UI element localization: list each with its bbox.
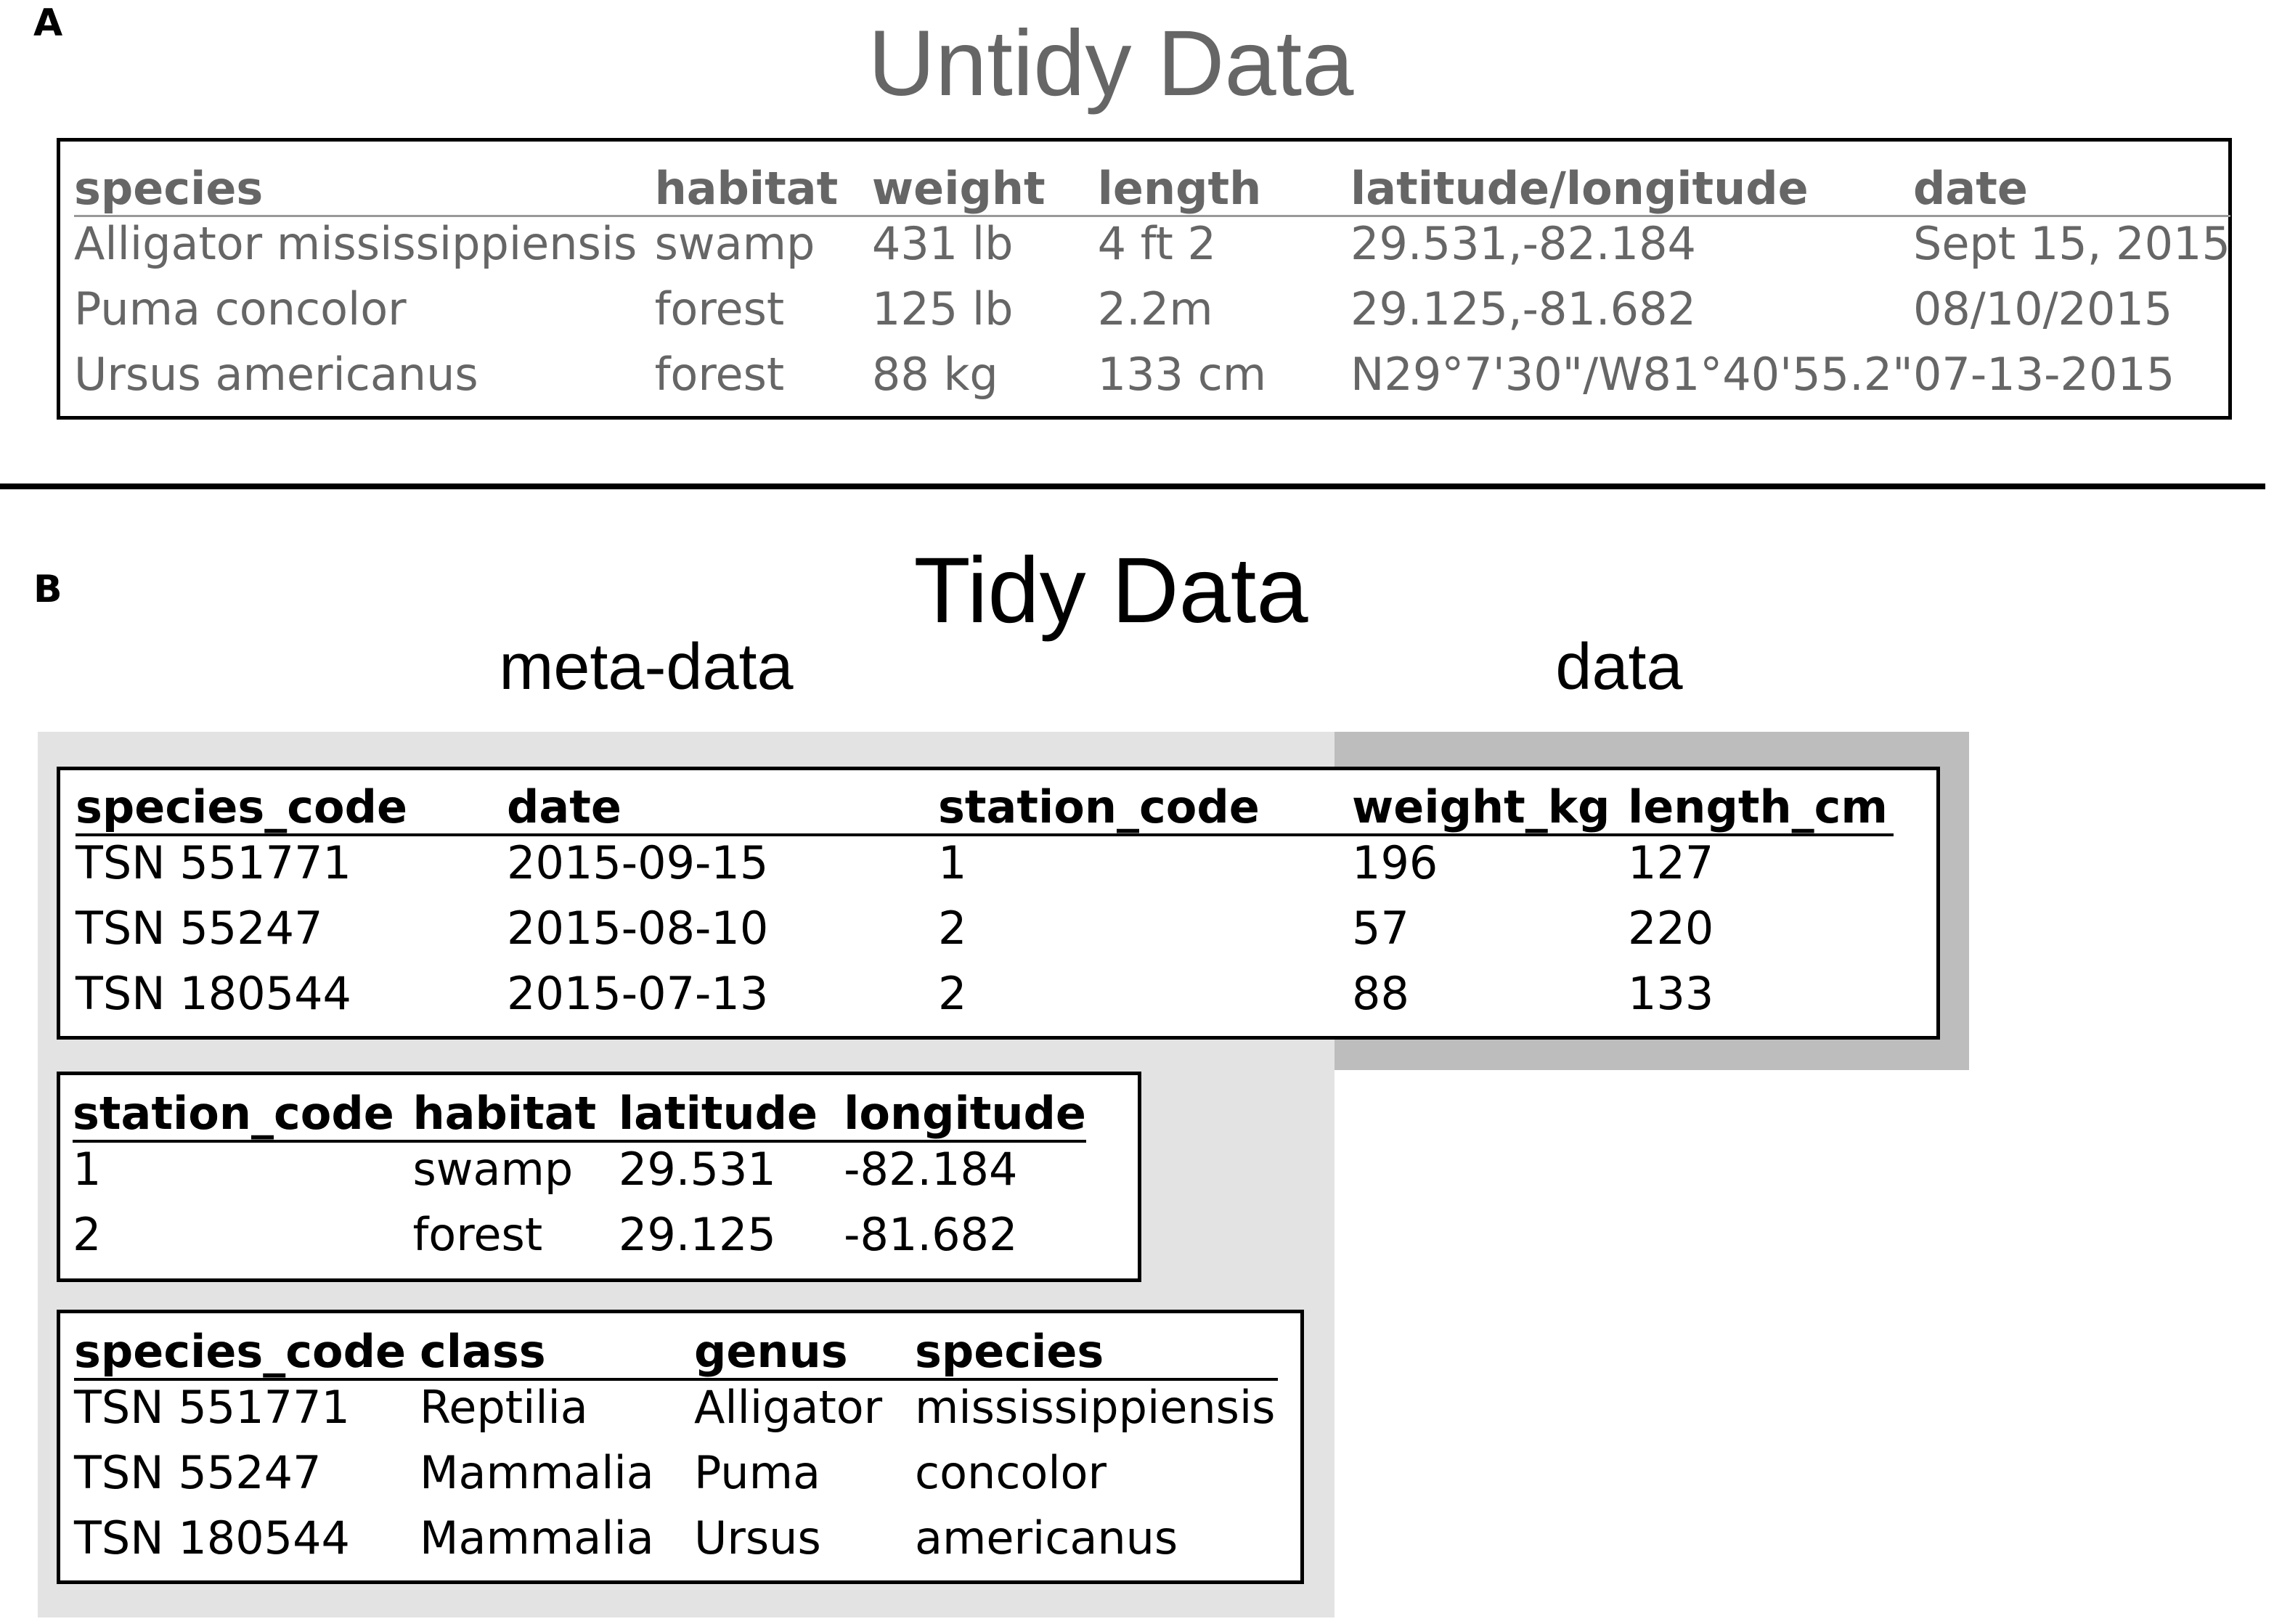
stations-header-latitude: latitude	[618, 1077, 844, 1143]
untidy-header-weight: weight	[871, 142, 1098, 217]
table-cell: TSN 180544	[76, 967, 351, 1020]
stations-header-station-code: station_code	[73, 1077, 413, 1143]
table-row: TSN 180544 Mammalia Ursus americanus	[74, 1511, 1278, 1577]
table-cell: 220	[1628, 902, 1714, 955]
table-cell: 196	[1352, 836, 1438, 889]
table-cell: 2015-07-13	[507, 967, 769, 1020]
table-cell: 88	[1352, 967, 1409, 1020]
table-cell: TSN 180544	[74, 1511, 350, 1564]
untidy-header-habitat: habitat	[654, 142, 872, 217]
table-cell: Mammalia	[420, 1511, 654, 1564]
table-cell: Reptilia	[420, 1381, 588, 1434]
data-label: data	[1555, 631, 1683, 703]
table-cell: TSN 55247	[74, 1446, 322, 1499]
panel-b-letter: B	[33, 568, 62, 611]
table-cell: 127	[1628, 836, 1714, 889]
table-row: TSN 55247 2015-08-10 2 57 220	[76, 902, 1894, 967]
table-cell: 2.2m	[1097, 282, 1213, 335]
obs-header-station-code: station_code	[938, 771, 1352, 836]
table-cell: 57	[1352, 902, 1409, 955]
untidy-table: species habitat weight length latitude/l…	[74, 142, 2230, 413]
observations-table: species_code date station_code weight_kg…	[76, 771, 1894, 1032]
taxonomy-header-genus: genus	[694, 1315, 915, 1381]
taxonomy-header-row: species_code class genus species	[74, 1315, 1278, 1381]
table-cell: 08/10/2015	[1912, 282, 2173, 335]
table-cell: 88 kg	[871, 348, 998, 401]
table-cell: Puma	[694, 1446, 820, 1499]
stations-header-longitude: longitude	[844, 1077, 1086, 1143]
table-cell: 1	[73, 1143, 102, 1196]
obs-header-weight-kg: weight_kg	[1352, 771, 1628, 836]
table-cell: 2	[938, 967, 967, 1020]
panel-a-letter: A	[33, 1, 63, 45]
table-cell: 29.531,-82.184	[1350, 217, 1696, 270]
table-cell: Ursus americanus	[74, 348, 478, 401]
table-cell: TSN 55247	[76, 902, 323, 955]
table-cell: Ursus	[694, 1511, 821, 1564]
table-cell: Mammalia	[420, 1446, 654, 1499]
meta-data-label: meta-data	[499, 631, 794, 703]
table-cell: 2015-08-10	[507, 902, 769, 955]
stations-header-habitat: habitat	[412, 1077, 619, 1143]
table-cell: 29.125,-81.682	[1350, 282, 1696, 335]
table-cell: 125 lb	[871, 282, 1014, 335]
table-cell: Puma concolor	[74, 282, 407, 335]
table-row: TSN 551771 Reptilia Alligator mississipp…	[74, 1379, 1278, 1446]
table-cell: 07-13-2015	[1912, 348, 2175, 401]
untidy-header-length: length	[1097, 142, 1351, 217]
obs-header-length-cm: length_cm	[1628, 771, 1894, 836]
table-cell: mississippiensis	[915, 1381, 1276, 1434]
untidy-header-species: species	[74, 142, 655, 217]
table-row: TSN 55247 Mammalia Puma concolor	[74, 1446, 1278, 1511]
table-cell: 133	[1628, 967, 1714, 1020]
table-cell: -82.184	[844, 1143, 1018, 1196]
table-cell: -81.682	[844, 1208, 1018, 1261]
untidy-header-latlong: latitude/longitude	[1350, 142, 1913, 217]
untidy-header-row: species habitat weight length latitude/l…	[74, 142, 2230, 217]
taxonomy-header-species: species	[915, 1315, 1278, 1381]
table-row: Ursus americanus forest 88 kg 133 cm N29…	[74, 348, 2230, 413]
untidy-header-date: date	[1912, 142, 2230, 217]
table-cell: 4 ft 2	[1097, 217, 1216, 270]
table-cell: 133 cm	[1097, 348, 1267, 401]
table-cell: Alligator mississippiensis	[74, 217, 637, 270]
table-cell: concolor	[915, 1446, 1107, 1499]
table-cell: americanus	[915, 1511, 1178, 1564]
table-cell: 29.531	[618, 1143, 776, 1196]
table-row: Alligator mississippiensis swamp 431 lb …	[74, 216, 2230, 283]
stations-header-row: station_code habitat latitude longitude	[73, 1077, 1086, 1143]
taxonomy-table: species_code class genus species TSN 551…	[74, 1315, 1278, 1577]
table-cell: swamp	[654, 217, 815, 270]
table-cell: forest	[654, 348, 785, 401]
table-cell: 431 lb	[871, 217, 1014, 270]
table-row: 1 swamp 29.531 -82.184	[73, 1141, 1086, 1208]
tidy-data-title: Tidy Data	[913, 539, 1308, 642]
table-cell: 1	[938, 836, 967, 889]
table-row: TSN 180544 2015-07-13 2 88 133	[76, 967, 1894, 1032]
table-row: TSN 551771 2015-09-15 1 196 127	[76, 835, 1894, 902]
obs-header-date: date	[507, 771, 938, 836]
table-cell: 2	[938, 902, 967, 955]
table-row: 2 forest 29.125 -81.682	[73, 1208, 1086, 1273]
table-cell: forest	[412, 1208, 543, 1261]
table-cell: swamp	[412, 1143, 574, 1196]
taxonomy-header-class: class	[420, 1315, 694, 1381]
untidy-data-title: Untidy Data	[868, 12, 1354, 115]
taxonomy-header-species-code: species_code	[74, 1315, 420, 1381]
table-cell: TSN 551771	[76, 836, 351, 889]
stations-table: station_code habitat latitude longitude …	[73, 1077, 1086, 1273]
obs-header-species-code: species_code	[76, 771, 507, 836]
table-cell: N29°7'30"/W81°40'55.2"	[1350, 348, 1913, 401]
table-cell: 2	[73, 1208, 102, 1261]
table-cell: 2015-09-15	[507, 836, 769, 889]
table-cell: forest	[654, 282, 785, 335]
observations-header-row: species_code date station_code weight_kg…	[76, 771, 1894, 836]
panel-divider	[0, 483, 2265, 489]
table-cell: TSN 551771	[74, 1381, 350, 1434]
table-row: Puma concolor forest 125 lb 2.2m 29.125,…	[74, 282, 2230, 348]
table-cell: 29.125	[618, 1208, 776, 1261]
table-cell: Sept 15, 2015	[1912, 217, 2230, 270]
table-cell: Alligator	[694, 1381, 883, 1434]
